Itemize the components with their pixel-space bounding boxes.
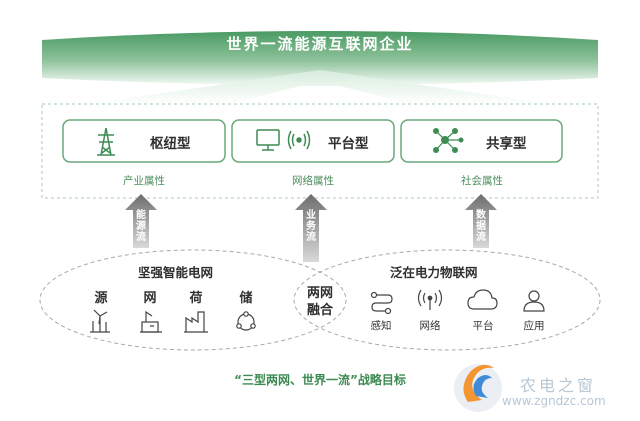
hub-type-label: 枢纽型 bbox=[150, 136, 191, 152]
attributes-container bbox=[41, 103, 599, 199]
energy-flow-arrow bbox=[125, 194, 157, 248]
banner-shape bbox=[42, 31, 598, 85]
merge-line1: 两网 bbox=[306, 286, 333, 301]
source-label: 源 bbox=[94, 291, 108, 306]
smart-grid-ellipse bbox=[39, 249, 347, 351]
data-flow-label: 数据流 bbox=[476, 210, 486, 243]
power-tower-icon bbox=[97, 127, 115, 156]
data-flow-arrow bbox=[465, 194, 497, 248]
hub-box bbox=[62, 119, 226, 163]
network-attribute-label: 网络属性 bbox=[292, 175, 334, 187]
social-attribute-label: 社会属性 bbox=[461, 175, 503, 187]
watermark-url: www.zgndzc.com bbox=[502, 394, 606, 408]
platform-label: 平台 bbox=[472, 320, 494, 332]
grid-label: 网 bbox=[143, 291, 157, 306]
application-label: 应用 bbox=[523, 320, 545, 332]
wind-turbine-icon bbox=[90, 309, 110, 333]
sensing-label: 感知 bbox=[370, 320, 392, 332]
watermark-logo bbox=[454, 364, 502, 412]
network-label: 网络 bbox=[419, 320, 441, 332]
strategy-goal: “三型两网、世界一流”战略目标 bbox=[234, 373, 406, 387]
sharing-type-label: 共享型 bbox=[486, 136, 527, 152]
banner-title: 世界一流能源互联网企业 bbox=[226, 35, 414, 53]
wireless-signal-icon bbox=[417, 289, 443, 310]
storage-label: 储 bbox=[239, 291, 253, 306]
substation-icon bbox=[140, 310, 162, 333]
load-label: 荷 bbox=[189, 291, 203, 306]
sensor-route-icon bbox=[370, 291, 393, 315]
factory-icon bbox=[184, 311, 208, 333]
iot-ellipse bbox=[293, 249, 601, 351]
energy-flow-label: 能源流 bbox=[136, 210, 146, 243]
platform-type-label: 平台型 bbox=[328, 136, 369, 152]
banner-peak bbox=[90, 70, 550, 104]
storage-cycle-icon bbox=[236, 311, 256, 331]
user-icon bbox=[523, 290, 545, 312]
iot-title: 泛在电力物联网 bbox=[390, 265, 478, 280]
merge-line2: 融合 bbox=[306, 303, 333, 318]
industry-attribute-label: 产业属性 bbox=[123, 175, 165, 187]
sharing-box bbox=[400, 119, 563, 163]
network-nodes-icon bbox=[433, 128, 464, 153]
watermark-title: 农电之窗 bbox=[520, 376, 597, 395]
smart-grid-title: 坚强智能电网 bbox=[138, 265, 214, 280]
monitor-signal-icon bbox=[256, 129, 311, 151]
business-flow-arrow bbox=[295, 194, 327, 262]
business-flow-label: 业务流 bbox=[306, 210, 316, 243]
cloud-icon bbox=[467, 289, 498, 310]
merge-label: 两网 融合 bbox=[298, 285, 342, 319]
